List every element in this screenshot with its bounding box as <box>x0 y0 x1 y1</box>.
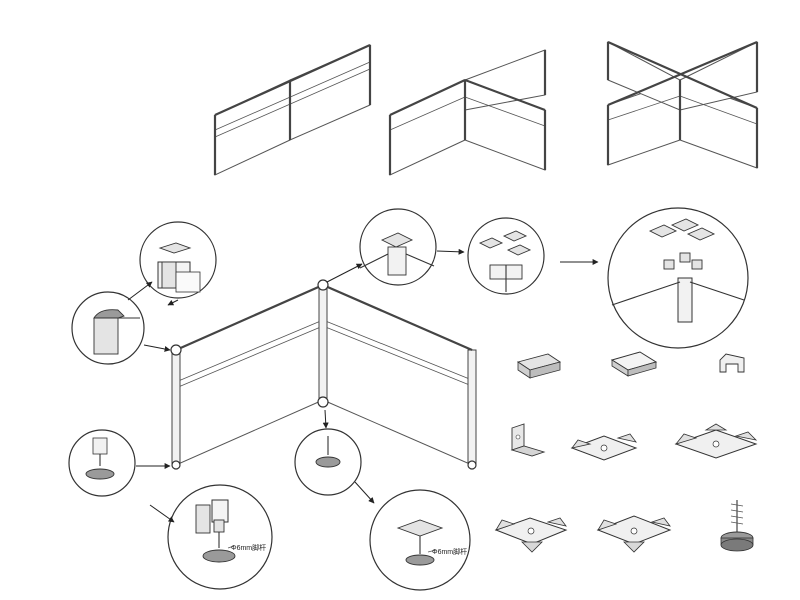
part-l-bracket <box>510 423 546 457</box>
part-tee-bracket <box>596 515 672 553</box>
foot-bolt-label-left: Φ6mm脚杆 <box>231 543 266 552</box>
config-t-junction <box>388 49 547 176</box>
detail-four-way-cap <box>467 217 545 295</box>
part-square-cap <box>610 351 658 377</box>
detail-post-connector <box>359 208 437 286</box>
part-u-clip <box>719 353 745 373</box>
part-foot-plate-3way <box>570 433 638 461</box>
detail-exploded-cap <box>607 207 749 349</box>
part-cross-bracket <box>494 517 568 553</box>
part-foot-plate-4way <box>674 423 758 459</box>
foot-bolt-label-right: Φ6mm脚杆 <box>432 547 467 556</box>
detail-foot-bolt-left: Φ6mm脚杆 <box>167 484 273 590</box>
detail-foot-bolt-right: Φ6mm脚杆 <box>369 489 471 591</box>
detail-center-foot-small <box>294 428 362 496</box>
part-end-cap <box>516 353 562 379</box>
part-leveling-bolt <box>720 500 754 552</box>
main-l-partition <box>170 279 477 470</box>
detail-end-cap <box>139 221 217 306</box>
config-cross-junction <box>606 40 759 169</box>
detail-foot-leveler-small <box>68 429 136 497</box>
config-straight-run <box>213 43 372 176</box>
detail-corner-cap <box>71 291 145 365</box>
